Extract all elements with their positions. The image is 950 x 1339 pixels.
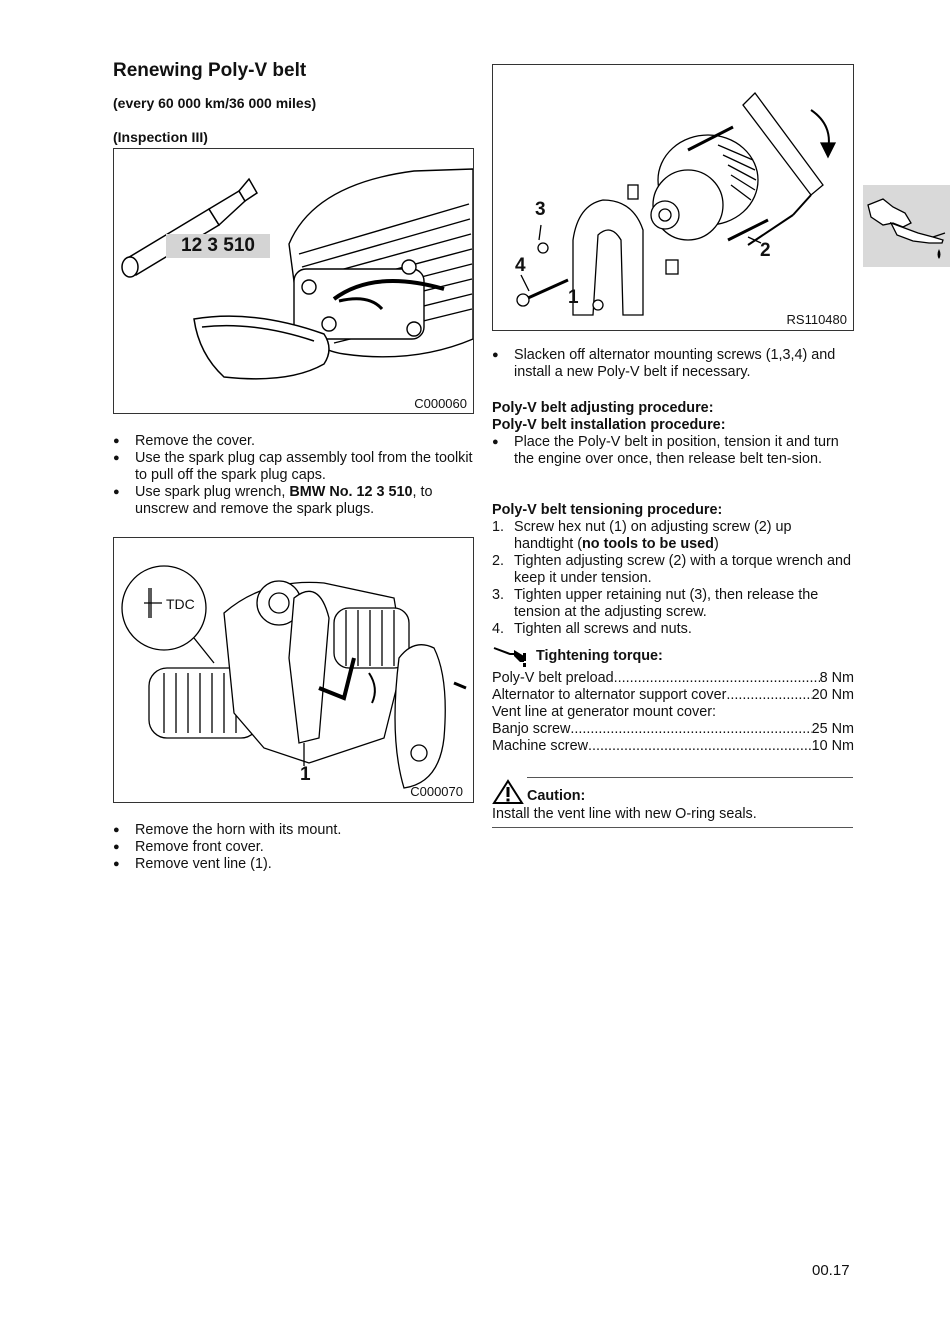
warning-triangle-icon [492, 779, 524, 804]
bullet-list-install: Place the Poly-V belt in position, tensi… [492, 434, 854, 468]
dot-leader: ........................................… [587, 738, 812, 754]
section-tab [863, 185, 950, 267]
torque-label: Alternator to alternator support cover [492, 687, 727, 703]
callout-2: 2 [760, 240, 771, 261]
callout-4: 4 [515, 255, 526, 276]
step-number: 4. [492, 621, 505, 637]
torque-row-alternator: Alternator to alternator support cover .… [492, 687, 854, 704]
tensioning-procedure-heading: Poly-V belt tensioning procedure: [492, 502, 723, 518]
step-item: 3. Tighten upper retaining nut (3), then … [492, 587, 854, 621]
list-item-spark-plug-wrench: Use spark plug wrench, BMW No. 12 3 510,… [113, 484, 473, 518]
step-number: 2. [492, 553, 505, 569]
figure-code: RS110480 [786, 312, 847, 327]
alternator-illustration [516, 92, 837, 316]
engine-illustration [121, 565, 467, 789]
step-text: Tighten all screws and nuts. [514, 621, 692, 637]
hand-oil-can-icon [867, 198, 946, 259]
step-text-bold: no tools to be used [582, 536, 714, 552]
caution-heading: Caution: [527, 788, 586, 804]
figure-engine-tdc: TDC 1 C000070 [113, 537, 474, 803]
wrench-text-post: , to unscrew and remove the spark plugs. [135, 484, 433, 517]
torque-value: 25 Nm [811, 721, 854, 737]
callout-3: 3 [535, 199, 546, 220]
cylinder-cover-illustration [121, 168, 473, 380]
torque-label: Poly-V belt preload [492, 670, 614, 686]
tool-number-label: 12 3 510 [166, 234, 270, 258]
wrench-tool-number: BMW No. 12 3 510 [289, 484, 413, 500]
dot-leader: ........................................… [570, 721, 811, 737]
figure-alternator: 3 4 1 2 RS110480 [492, 64, 854, 331]
page-number: 00.17 [812, 1262, 850, 1279]
step-text: Screw hex nut (1) on adjusting screw (2)… [514, 519, 792, 552]
torque-value: 8 Nm [819, 670, 854, 686]
bullet-list-slacken: Slacken off alternator mounting screws (… [492, 347, 852, 381]
step-item: 1. Screw hex nut (1) on adjusting screw (… [492, 519, 854, 553]
service-interval: (every 60 000 km/36 000 miles) [113, 95, 317, 111]
vent-line-heading: Vent line at generator mount cover: [492, 704, 716, 720]
step-number: 3. [492, 587, 505, 603]
list-item: Slacken off alternator mounting screws (… [492, 347, 852, 381]
figure-cylinder-cover: 12 3 510 C000060 [113, 148, 474, 414]
list-item: Remove the cover. [113, 433, 473, 450]
torque-row-belt-preload: Poly-V belt preload ....................… [492, 670, 854, 687]
caution-header: Caution: [492, 779, 585, 805]
step-text: Tighten upper retaining nut (3), then re… [514, 587, 819, 620]
list-item: Remove vent line (1). [113, 856, 473, 873]
wrench-text-pre: Use spark plug wrench, [135, 484, 290, 500]
caution-bottom-rule [492, 827, 853, 828]
torque-value: 10 Nm [811, 738, 854, 754]
dot-leader: ........................................… [726, 687, 812, 703]
list-item: Use the spark plug cap assembly tool fro… [113, 450, 473, 484]
tdc-label: TDC [166, 596, 195, 612]
torque-section: Tightening torque: Poly-V belt preload .… [492, 642, 854, 755]
dot-leader: ........................................… [613, 670, 820, 686]
callout-1: 1 [568, 287, 579, 308]
torque-heading: Tightening torque: [536, 647, 663, 664]
installation-procedure-heading: Poly-V belt installation procedure: [492, 417, 726, 433]
list-item: Remove the horn with its mount. [113, 822, 473, 839]
tensioning-steps: 1. Screw hex nut (1) on adjusting screw (… [492, 519, 854, 638]
caution-text: Install the vent line with new O-ring se… [492, 806, 757, 822]
torque-row-machine-screw: Machine screw ..........................… [492, 738, 854, 755]
step-text: Tighten adjusting screw (2) with a torqu… [514, 553, 852, 586]
torque-label: Banjo screw [492, 721, 571, 737]
step-number: 1. [492, 519, 505, 535]
step-text-post: ) [713, 536, 719, 552]
callout-1: 1 [300, 764, 311, 785]
inspection-label: (Inspection III) [113, 129, 208, 145]
step-item: 2. Tighten adjusting screw (2) with a tor… [492, 553, 854, 587]
page-title: Renewing Poly-V belt [113, 60, 307, 81]
torque-label: Machine screw [492, 738, 588, 754]
figure-code: C000070 [410, 784, 463, 799]
figure-code: C000060 [414, 396, 467, 411]
caution-top-rule [527, 777, 853, 778]
bullet-list-remove-horn: Remove the horn with its mount. Remove f… [113, 822, 473, 873]
adjusting-procedure-heading: Poly-V belt adjusting procedure: [492, 400, 714, 416]
torque-value: 20 Nm [811, 687, 854, 703]
step-item: 4. Tighten all screws and nuts. [492, 621, 854, 638]
list-item: Remove front cover. [113, 839, 473, 856]
list-item: Place the Poly-V belt in position, tensi… [492, 434, 854, 468]
torque-row-banjo: Banjo screw ............................… [492, 721, 854, 738]
torque-wrench-icon [493, 647, 526, 667]
bullet-list-remove-cover: Remove the cover. Use the spark plug cap… [113, 433, 473, 518]
